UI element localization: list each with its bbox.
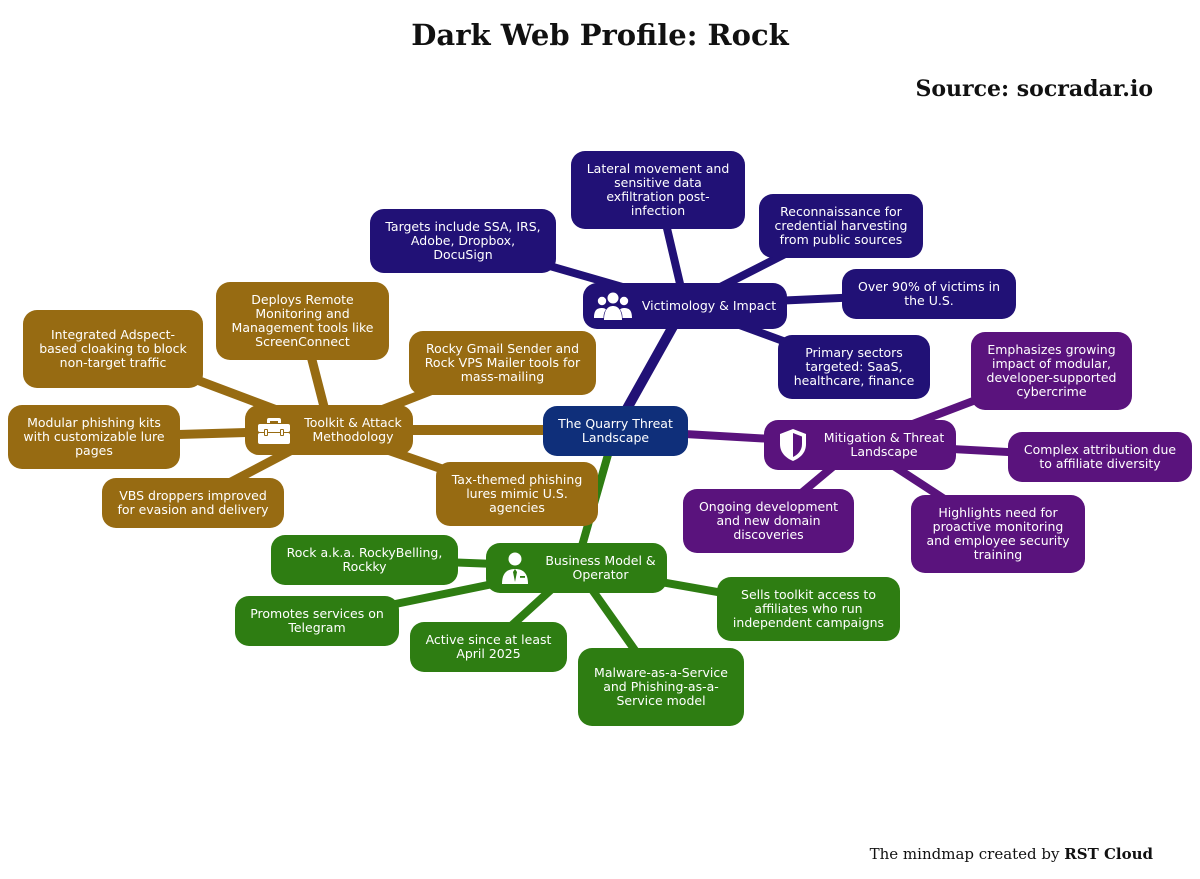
- victimology-item: Lateral movement and sensitive data exfi…: [571, 151, 745, 229]
- mitigation-hub: Mitigation & Threat Landscape: [764, 420, 956, 470]
- mitigation-item: Emphasizes growing impact of modular, de…: [971, 332, 1132, 410]
- center-label: The Quarry Threat Landscape: [558, 416, 673, 445]
- operator-icon: [496, 549, 534, 587]
- shield-icon: [774, 426, 812, 464]
- business-item: Sells toolkit access to affiliates who r…: [717, 577, 900, 641]
- victimology-item: Primary sectors targeted: SaaS, healthca…: [778, 335, 930, 399]
- toolkit-item: Modular phishing kits with customizable …: [8, 405, 180, 469]
- footer-prefix: The mindmap created by: [869, 845, 1060, 863]
- victimology-item: Targets include SSA, IRS, Adobe, Dropbox…: [370, 209, 556, 273]
- business-item: Active since at least April 2025: [410, 622, 567, 672]
- victimology-item: Over 90% of victims in the U.S.: [842, 269, 1016, 319]
- source-label: Source: socradar.io: [915, 76, 1153, 102]
- footer-brand: RST Cloud: [1064, 845, 1153, 863]
- page-title: Dark Web Profile: Rock: [411, 18, 789, 52]
- center-node: The Quarry Threat Landscape: [543, 406, 688, 456]
- toolkit-label: Toolkit & Attack Methodology: [304, 415, 402, 444]
- toolkit-item: Rocky Gmail Sender and Rock VPS Mailer t…: [409, 331, 596, 395]
- business-hub: Business Model & Operator: [486, 543, 667, 593]
- mitigation-label: Mitigation & Threat Landscape: [823, 430, 945, 459]
- victimology-hub: Victimology & Impact: [583, 283, 787, 329]
- toolkit-item: Deploys Remote Monitoring and Management…: [216, 282, 389, 360]
- mitigation-item: Complex attribution due to affiliate div…: [1008, 432, 1192, 482]
- mitigation-item: Highlights need for proactive monitoring…: [911, 495, 1085, 573]
- victimology-item: Reconnaissance for credential harvesting…: [759, 194, 923, 258]
- mitigation-item: Ongoing development and new domain disco…: [683, 489, 854, 553]
- victimology-label: Victimology & Impact: [641, 298, 777, 313]
- toolkit-item: VBS droppers improved for evasion and de…: [102, 478, 284, 528]
- business-item: Malware-as-a-Service and Phishing-as-a-S…: [578, 648, 744, 726]
- business-label: Business Model & Operator: [545, 553, 656, 582]
- toolkit-item: Integrated Adspect-based cloaking to blo…: [23, 310, 203, 388]
- toolkit-hub: Toolkit & Attack Methodology: [245, 405, 413, 455]
- toolbox-icon: [255, 411, 293, 449]
- business-item: Promotes services on Telegram: [235, 596, 399, 646]
- business-item: Rock a.k.a. RockyBelling, Rockky: [271, 535, 458, 585]
- footer-credit: The mindmap created by RST Cloud: [870, 845, 1153, 863]
- toolkit-item: Tax-themed phishing lures mimic U.S. age…: [436, 462, 598, 526]
- users-group-icon: [593, 287, 632, 325]
